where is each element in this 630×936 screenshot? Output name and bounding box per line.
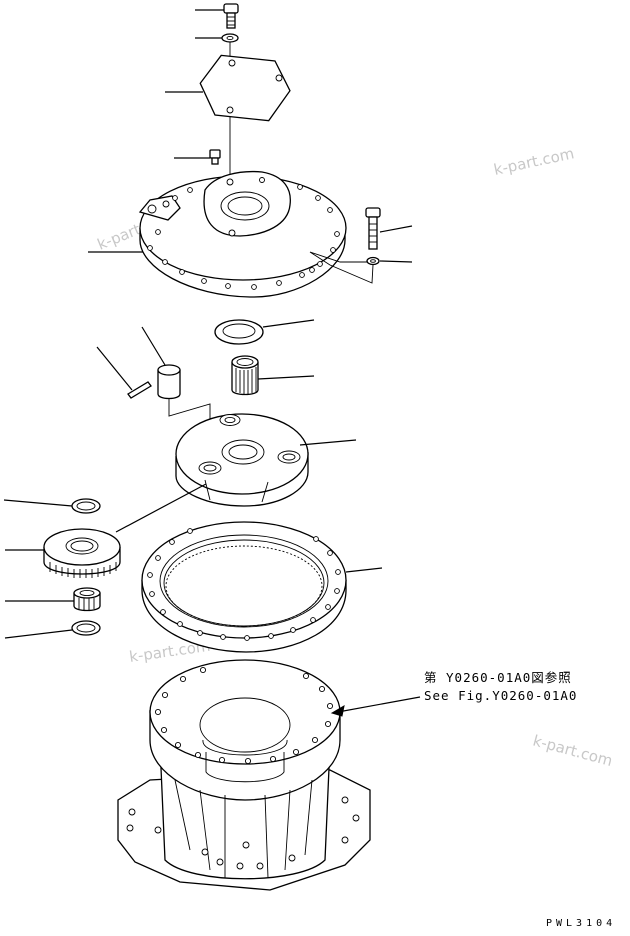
leader-shaft-pin xyxy=(141,326,166,366)
watermark-4: k-part.com xyxy=(531,731,615,770)
planet-carrier xyxy=(175,413,309,507)
thrust-washer-left-lower xyxy=(71,620,101,636)
leader-needle-bearing-upper xyxy=(257,375,315,380)
carrier-housing xyxy=(138,170,347,298)
reference-note-jp: 第 Y0260-01A0図参照 xyxy=(424,670,572,685)
reference-leader xyxy=(337,696,421,713)
leader-washer-side xyxy=(379,260,413,263)
leader-bolt-side xyxy=(379,225,413,233)
bolt-top xyxy=(223,3,239,29)
bolt-side xyxy=(365,207,381,250)
bolt-side-assembly-line xyxy=(309,251,374,284)
ring-gear xyxy=(141,521,347,653)
reference-arrowhead xyxy=(330,705,345,717)
thrust-washer-large xyxy=(214,319,264,345)
washer-side xyxy=(366,256,380,266)
reference-note-en: See Fig.Y0260-01A0 xyxy=(424,688,577,703)
leader-thrust-washer-left-upper xyxy=(3,499,73,507)
needle-bearing-upper xyxy=(231,355,259,396)
cover-plate xyxy=(199,54,291,122)
leader-spring-pin xyxy=(96,346,133,391)
drawing-code: PWL3104 xyxy=(546,918,616,929)
needle-bearing-lower xyxy=(73,587,101,612)
spring-pin xyxy=(127,381,152,399)
thrust-washer-left-upper xyxy=(71,498,101,514)
planet-gear xyxy=(43,528,121,578)
leader-thrust-washer-large xyxy=(262,319,315,328)
planet-gear-assembly-line xyxy=(115,483,207,533)
leader-thrust-washer-left-lower xyxy=(4,629,73,639)
washer-top xyxy=(221,33,239,43)
leader-planet-carrier xyxy=(299,439,357,446)
motor-housing xyxy=(117,659,371,891)
watermark-1: k-part.com xyxy=(492,144,576,179)
shaft-pin xyxy=(157,364,181,400)
leader-ring-gear xyxy=(345,567,383,573)
plug xyxy=(209,149,221,165)
